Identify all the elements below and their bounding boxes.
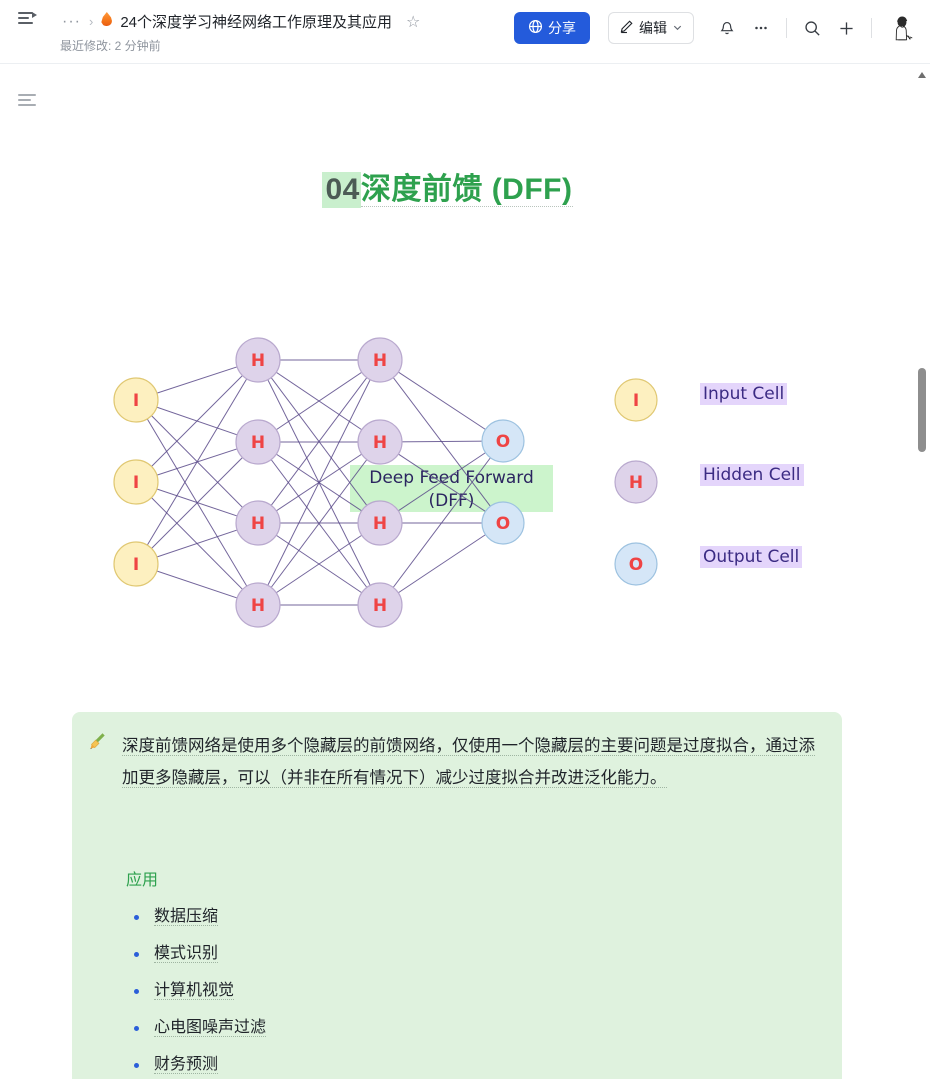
svg-text:H: H xyxy=(373,351,387,371)
applications-title: 应用 xyxy=(126,872,159,889)
search-icon[interactable] xyxy=(797,13,827,43)
svg-text:H: H xyxy=(251,514,265,534)
share-button[interactable]: 分享 xyxy=(514,12,590,44)
list-item-label: 心电图噪声过滤 xyxy=(154,1019,267,1037)
chevron-down-icon xyxy=(672,20,683,36)
network-graph: I I I H H H H H H H H O O xyxy=(113,337,525,628)
scroll-up-arrow-icon[interactable] xyxy=(918,72,926,78)
document-title[interactable]: 24个深度学习神经网络工作原理及其应用 xyxy=(120,14,393,31)
divider xyxy=(871,18,872,38)
user-avatar[interactable] xyxy=(886,12,918,44)
svg-text:H: H xyxy=(251,351,265,371)
list-item-label: 数据压缩 xyxy=(154,908,219,926)
list-item: 数据压缩 xyxy=(126,902,266,939)
breadcrumb: ··· › 24个深度学习神经网络工作原理及其应用 ☆ xyxy=(60,11,420,32)
svg-text:H: H xyxy=(251,433,265,453)
globe-icon xyxy=(528,19,543,37)
app-header: ··· › 24个深度学习神经网络工作原理及其应用 ☆ 最近修改: 2 分钟前 … xyxy=(0,0,930,64)
header-left-group xyxy=(18,8,37,26)
callout-paragraph: 深度前馈网络是使用多个隐藏层的前馈网络，仅使用一个隐藏层的主要问题是过度拟合，通… xyxy=(122,730,822,794)
list-item: 模式识别 xyxy=(126,939,266,976)
diagram-title-line1: Deep Feed Forward xyxy=(369,468,534,488)
callout-paragraph-text: 深度前馈网络是使用多个隐藏层的前馈网络，仅使用一个隐藏层的主要问题是过度拟合，通… xyxy=(122,737,815,788)
page-title: 04深度前馈 (DFF) xyxy=(0,164,895,208)
pencil-icon xyxy=(619,19,634,37)
list-item: 心电图噪声过滤 xyxy=(126,1013,267,1050)
list-item-label: 模式识别 xyxy=(154,945,219,963)
callout-box xyxy=(72,712,842,1079)
edit-button-label: 编辑 xyxy=(639,20,667,36)
writing-hand-emoji xyxy=(88,731,108,755)
legend-label-input: Input Cell xyxy=(700,383,788,405)
add-new-icon[interactable] xyxy=(831,13,861,43)
svg-text:H: H xyxy=(373,514,387,534)
header-right-group: 分享 编辑 xyxy=(514,12,918,44)
svg-text:I: I xyxy=(133,473,139,493)
list-item: 财务预测 xyxy=(126,1050,266,1079)
legend-label-hidden: Hidden Cell xyxy=(700,464,804,486)
vertical-scrollbar[interactable] xyxy=(914,64,930,1079)
edit-button[interactable]: 编辑 xyxy=(608,12,694,44)
applications-list: 数据压缩 模式识别 计算机视觉 心电图噪声过滤 财务预测 xyxy=(126,902,267,1079)
page-title-number: 04 xyxy=(322,172,361,208)
neural-network-diagram: Deep Feed Forward (DFF) I I I H H H H H H H H O O I H… xyxy=(0,254,895,674)
diagram-title-line2: (DFF) xyxy=(428,491,475,511)
svg-text:O: O xyxy=(496,432,510,452)
svg-text:I: I xyxy=(133,555,139,575)
more-options-icon[interactable] xyxy=(746,13,776,43)
svg-text:I: I xyxy=(133,391,139,411)
svg-text:H: H xyxy=(373,433,387,453)
notifications-bell-icon[interactable] xyxy=(712,13,742,43)
page-title-text: 深度前馈 (DFF) xyxy=(360,173,573,207)
list-item: 计算机视觉 xyxy=(126,976,266,1013)
svg-text:H: H xyxy=(251,596,265,616)
outline-toggle-icon[interactable] xyxy=(18,8,37,26)
list-item-label: 财务预测 xyxy=(154,1056,219,1074)
scrollbar-thumb[interactable] xyxy=(918,368,926,452)
star-icon[interactable]: ☆ xyxy=(406,13,421,31)
list-item-label: 计算机视觉 xyxy=(154,982,235,1000)
flame-emoji xyxy=(99,11,114,32)
share-button-label: 分享 xyxy=(548,20,576,36)
divider xyxy=(786,18,787,38)
last-modified-text: 最近修改: 2 分钟前 xyxy=(60,39,161,53)
legend-label-output: Output Cell xyxy=(700,546,803,568)
breadcrumb-overflow[interactable]: ··· xyxy=(62,12,81,30)
document-outline-icon[interactable] xyxy=(18,94,40,106)
svg-text:O: O xyxy=(496,514,510,534)
svg-text:H: H xyxy=(373,596,387,616)
diagram-title: Deep Feed Forward (DFF) xyxy=(350,465,553,512)
breadcrumb-separator-icon: › xyxy=(88,14,94,29)
